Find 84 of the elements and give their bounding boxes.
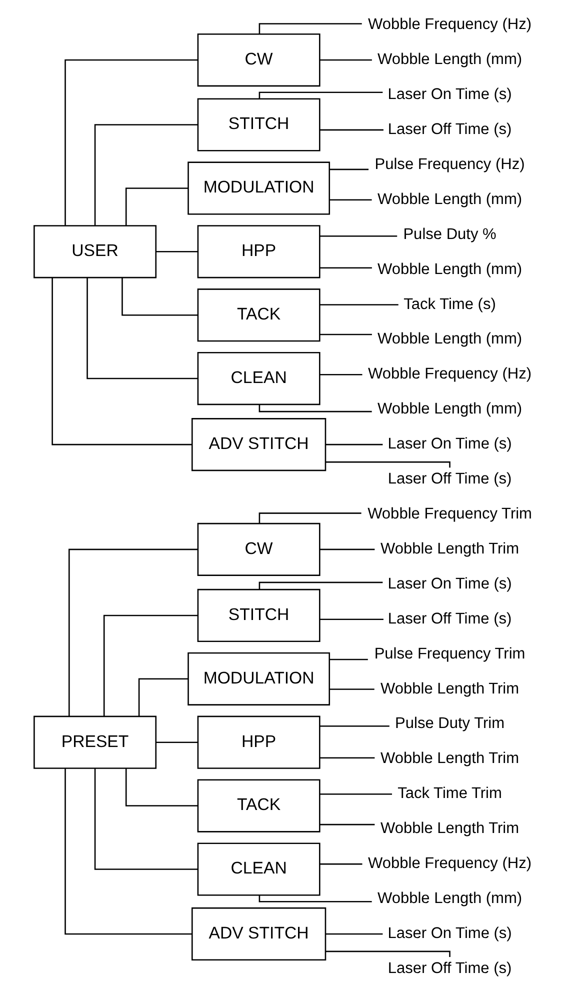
node-text: Wobble Length (mm) bbox=[377, 400, 522, 418]
node-text: Wobble Length (mm) bbox=[377, 190, 522, 208]
connector bbox=[329, 168, 369, 170]
node-box: MODULATION bbox=[188, 162, 330, 215]
node-box: STITCH bbox=[197, 588, 320, 642]
node-box: CW bbox=[197, 522, 320, 576]
node-text: Wobble Frequency (Hz) bbox=[368, 366, 532, 383]
node-text: Laser On Time (s) bbox=[388, 86, 512, 104]
node-text: Wobble Length Trim bbox=[380, 680, 520, 698]
node-text: Wobble Length (mm) bbox=[377, 890, 522, 908]
connector bbox=[156, 251, 198, 252]
node-text: Wobble Length Trim bbox=[380, 820, 520, 838]
node-box: CLEAN bbox=[197, 352, 320, 406]
node-text: Wobble Length (mm) bbox=[377, 260, 522, 278]
connector bbox=[64, 59, 198, 226]
connector bbox=[320, 757, 375, 759]
connector bbox=[103, 614, 198, 716]
node-text: Wobble Length Trim bbox=[380, 750, 520, 768]
node-text: Pulse Duty % bbox=[403, 226, 496, 243]
node-text: Pulse Frequency (Hz) bbox=[374, 156, 525, 173]
connector bbox=[86, 278, 198, 380]
connector bbox=[125, 768, 198, 806]
connector bbox=[320, 618, 384, 620]
node-box: HPP bbox=[197, 716, 320, 769]
node-box: TACK bbox=[197, 779, 320, 832]
node-box: CLEAN bbox=[197, 842, 320, 896]
node-text: Laser Off Time (s) bbox=[388, 960, 512, 977]
connector bbox=[320, 235, 398, 237]
connector bbox=[326, 444, 383, 446]
connector bbox=[258, 92, 383, 99]
node-box: CW bbox=[197, 34, 320, 87]
connector bbox=[320, 59, 372, 61]
node-text: Laser On Time (s) bbox=[388, 924, 512, 942]
connector bbox=[329, 199, 372, 201]
node-box: USER bbox=[34, 225, 157, 278]
node-box: STITCH bbox=[197, 98, 320, 152]
connector bbox=[52, 278, 192, 446]
node-text: Wobble Length (mm) bbox=[377, 51, 522, 68]
connector bbox=[329, 688, 374, 690]
connector bbox=[258, 404, 372, 412]
node-box: ADV STITCH bbox=[191, 907, 326, 960]
connector bbox=[320, 863, 362, 865]
node-text: Wobble Length (mm) bbox=[377, 330, 522, 348]
connector bbox=[64, 768, 192, 935]
connector bbox=[320, 374, 362, 376]
connector bbox=[258, 582, 383, 590]
connector bbox=[156, 742, 198, 743]
node-text: Wobble Frequency Trim bbox=[368, 505, 532, 522]
connector bbox=[320, 548, 375, 550]
node-text: Wobble Frequency (Hz) bbox=[368, 16, 532, 34]
connector bbox=[122, 278, 198, 316]
connector bbox=[94, 768, 198, 870]
connector bbox=[258, 23, 362, 34]
node-box: PRESET bbox=[34, 716, 157, 769]
node-box: HPP bbox=[197, 225, 320, 278]
connector bbox=[320, 267, 372, 268]
node-text: Pulse Frequency Trim bbox=[374, 645, 526, 662]
connector bbox=[320, 129, 384, 131]
node-text: Laser Off Time (s) bbox=[388, 470, 512, 488]
connector bbox=[258, 895, 372, 902]
connector bbox=[320, 304, 398, 306]
connector bbox=[125, 188, 188, 226]
connector bbox=[329, 658, 368, 660]
node-text: Laser Off Time (s) bbox=[388, 610, 512, 628]
node-text: Laser On Time (s) bbox=[388, 575, 512, 592]
connector bbox=[320, 824, 375, 826]
connector bbox=[326, 933, 383, 935]
node-text: Laser On Time (s) bbox=[388, 436, 512, 453]
connector bbox=[320, 726, 390, 727]
node-text: Wobble Frequency (Hz) bbox=[368, 855, 532, 872]
node-box: MODULATION bbox=[188, 652, 330, 706]
node-text: Tack Time (s) bbox=[404, 296, 496, 313]
connector bbox=[258, 512, 362, 524]
node-text: Laser Off Time (s) bbox=[388, 120, 512, 138]
connector bbox=[320, 793, 392, 795]
node-text: Tack Time Trim bbox=[398, 785, 502, 802]
connector bbox=[320, 334, 372, 336]
node-text: Pulse Duty Trim bbox=[395, 715, 505, 732]
connector bbox=[94, 124, 198, 226]
connector bbox=[138, 678, 188, 716]
node-box: ADV STITCH bbox=[191, 418, 326, 472]
node-box: TACK bbox=[197, 288, 320, 342]
node-text: Wobble Length Trim bbox=[380, 540, 520, 558]
connector bbox=[68, 548, 198, 716]
